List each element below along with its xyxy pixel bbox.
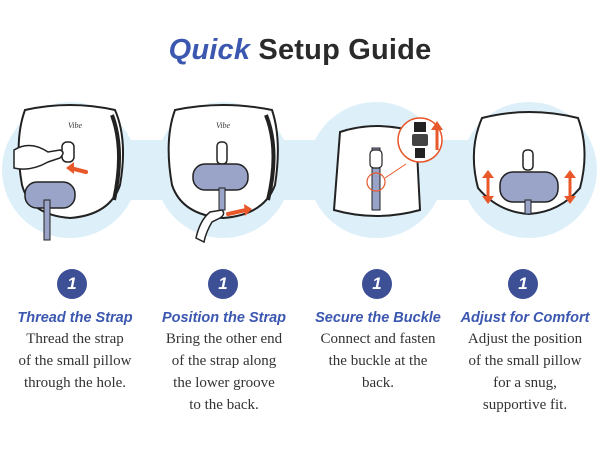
step3-badge: 1 [362, 269, 392, 299]
step4-illustration [472, 111, 586, 216]
step3-line: back. [361, 375, 395, 391]
step3-body: Connect and fasten the buckle at the bac… [303, 328, 453, 394]
step4-line: Adjust the position [467, 331, 583, 347]
svg-text:Vibe: Vibe [68, 121, 83, 130]
setup-illustrations: Vibe Vibe [2, 102, 597, 244]
step1-line: through the hole. [23, 375, 127, 391]
step2-badge: 1 [208, 269, 238, 299]
double-arrow-icon [482, 170, 576, 204]
step2-line: of the strap along [171, 353, 277, 369]
hand-icon [13, 144, 64, 170]
step3-line: the buckle at the [328, 353, 428, 369]
step2-text: Position the Strap Bring the other end o… [149, 310, 299, 416]
step4-badge: 1 [508, 269, 538, 299]
hand-icon-2 [195, 209, 225, 244]
step1-text: Thread the Strap Thread the strap of the… [0, 310, 150, 394]
step4-line: supportive fit. [482, 397, 568, 413]
step4-body: Adjust the position of the small pillow … [450, 328, 600, 416]
step3-heading: Secure the Buckle [315, 310, 441, 326]
step1-line: Thread the strap [26, 331, 124, 347]
step4-heading: Adjust for Comfort [460, 310, 590, 326]
step1-badge: 1 [57, 269, 87, 299]
title-word-quick: Quick [168, 34, 251, 66]
step4-line: of the small pillow [468, 353, 582, 369]
svg-text:Vibe: Vibe [216, 121, 231, 130]
step2-illustration: Vibe [167, 104, 279, 244]
step3-text: Secure the Buckle Connect and fasten the… [303, 310, 453, 394]
step2-line: to the back. [189, 397, 259, 413]
step2-line: the lower groove [173, 375, 275, 391]
step1-illustration: Vibe [13, 104, 124, 241]
step2-line: Bring the other end [165, 331, 283, 347]
step4-line: for a snug, [493, 375, 557, 391]
step3-illustration [332, 117, 443, 217]
page-title: Quick Setup Guide [0, 34, 600, 67]
title-word-setup-guide: Setup Guide [258, 34, 432, 66]
step1-line: of the small pillow [18, 353, 132, 369]
step2-heading: Position the Strap [161, 310, 287, 326]
step3-line: Connect and fasten [320, 331, 436, 347]
step2-body: Bring the other end of the strap along t… [149, 328, 299, 416]
step1-heading: Thread the Strap [17, 310, 133, 326]
step1-body: Thread the strap of the small pillow thr… [0, 328, 150, 394]
step4-text: Adjust for Comfort Adjust the position o… [450, 310, 600, 416]
